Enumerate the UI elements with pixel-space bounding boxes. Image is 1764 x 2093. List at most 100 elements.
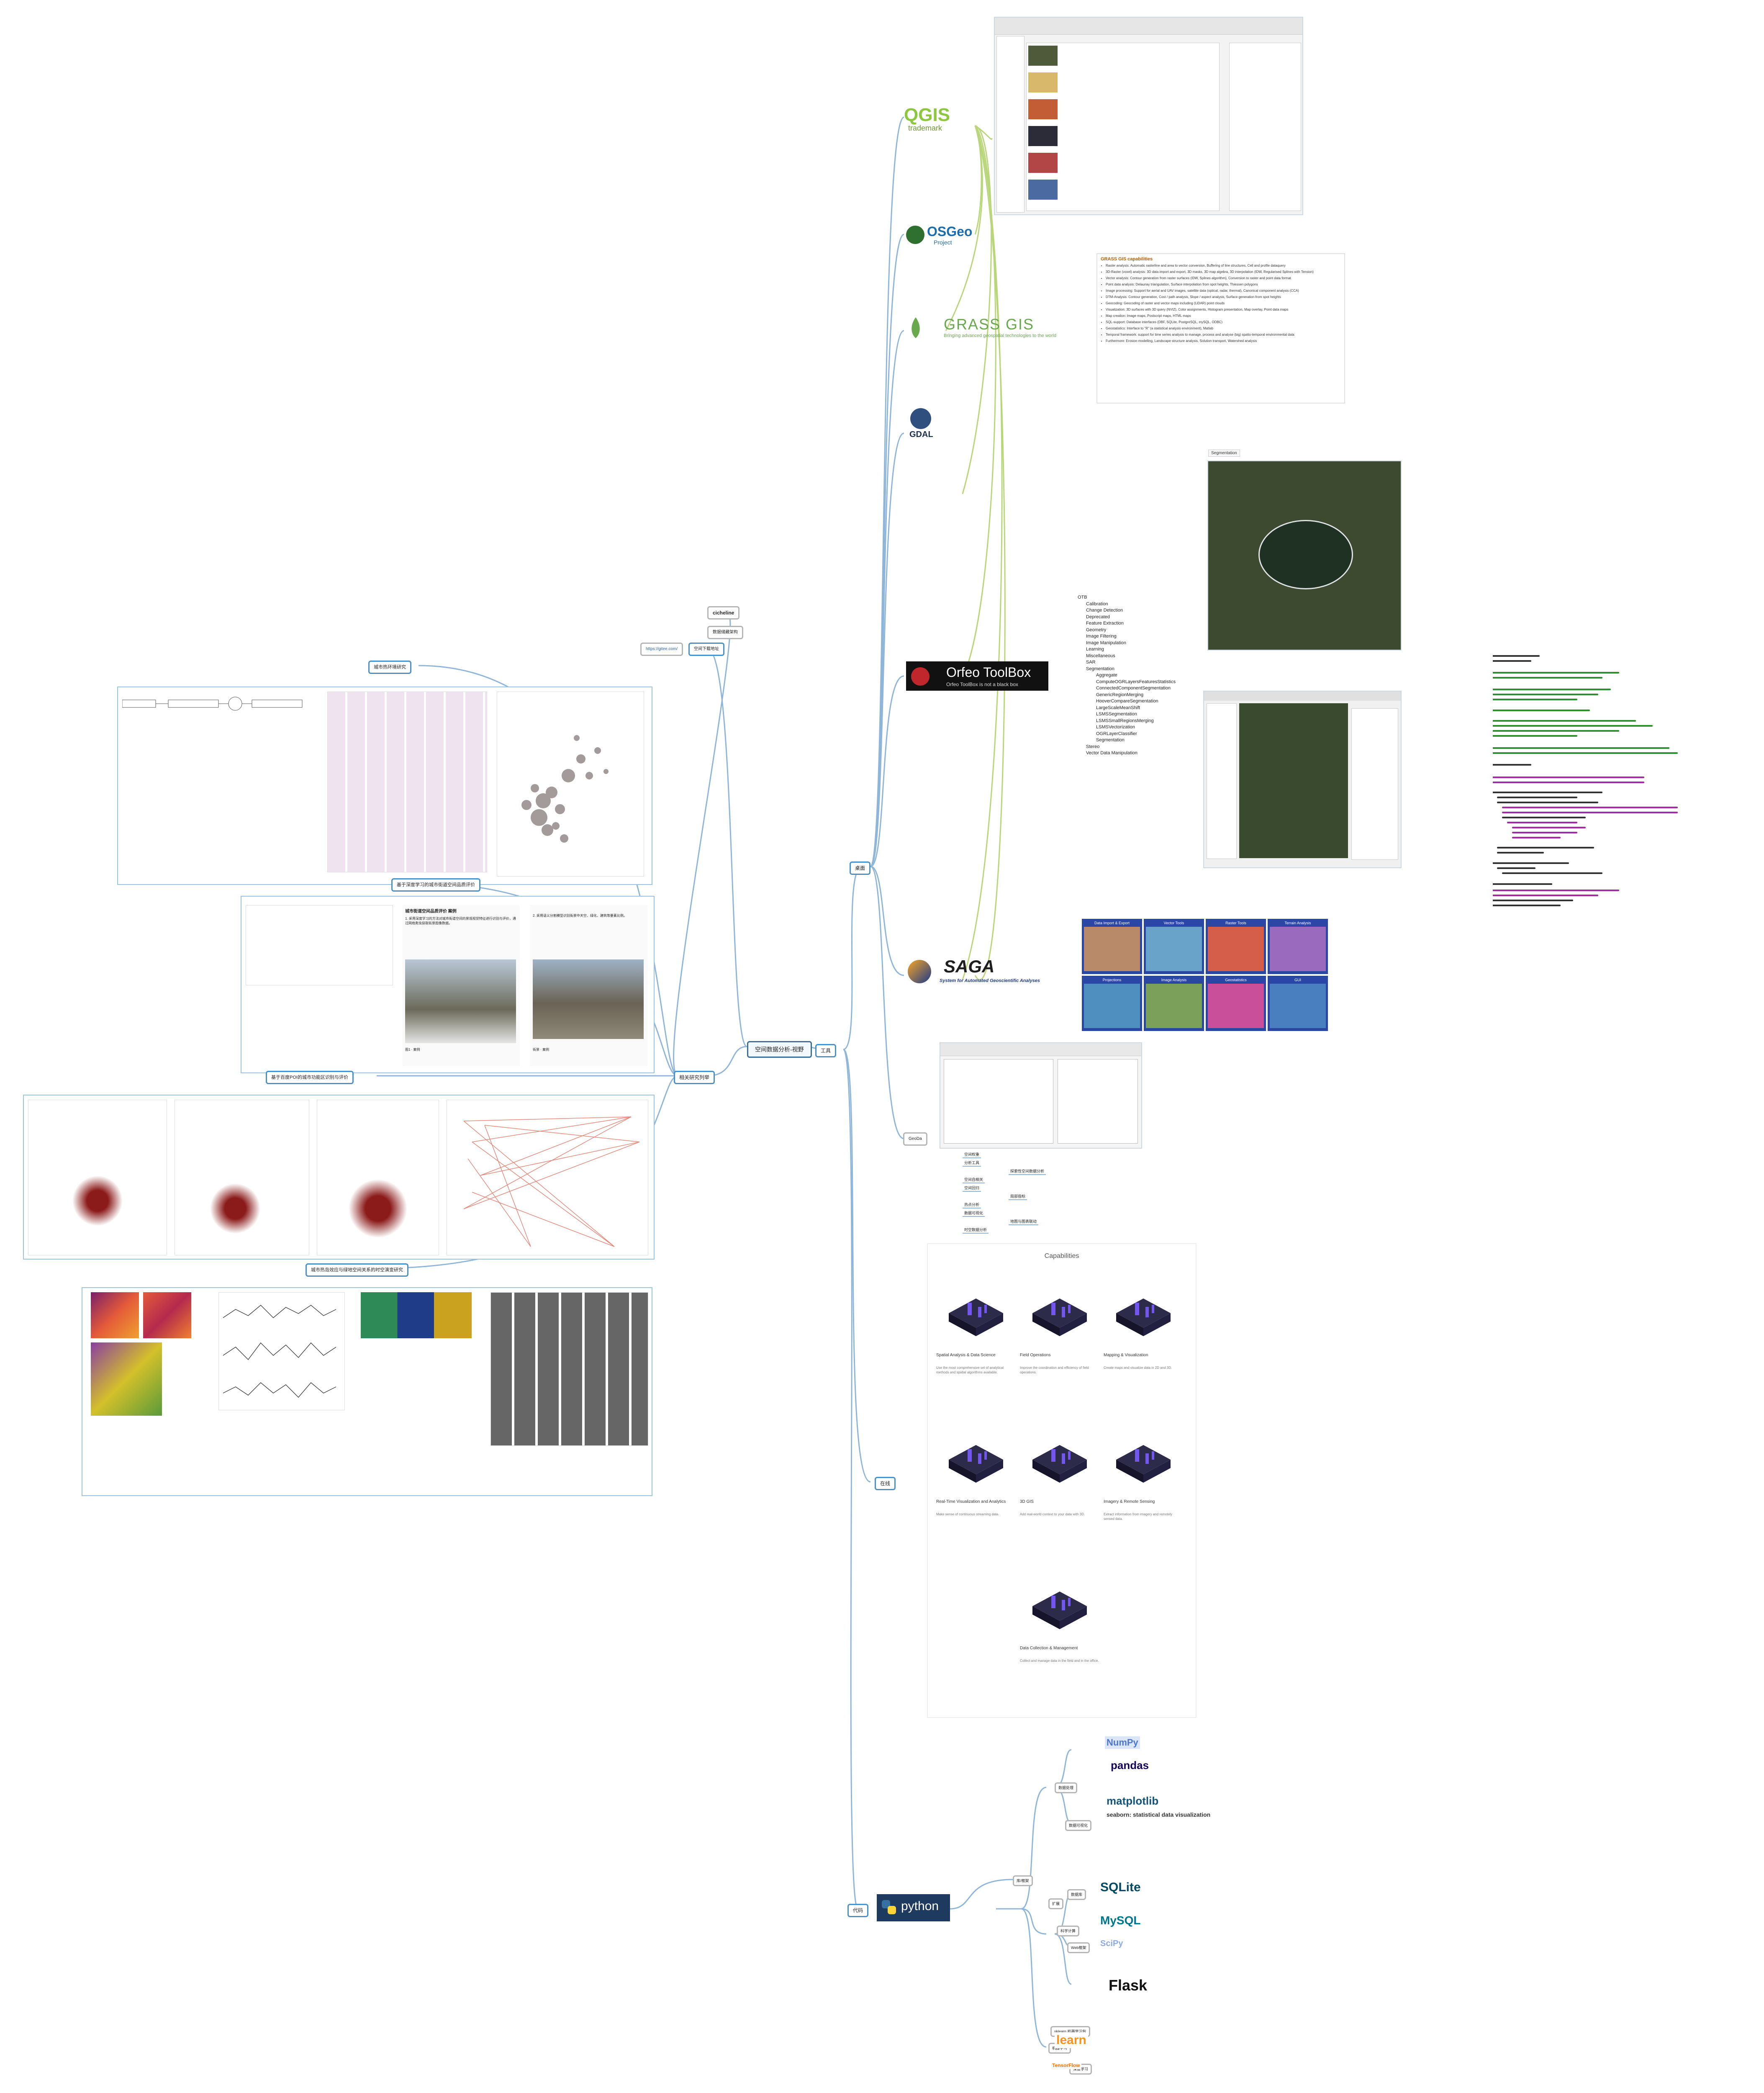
python-lib-logo[interactable]: NumPy (1105, 1736, 1140, 1749)
geoda-menu-item[interactable]: 数据可视化 (963, 1210, 985, 1217)
paper-4-title[interactable]: 城市热岛效应与绿地空间关系的时空演变研究 (306, 1263, 408, 1277)
python-node[interactable]: 数据处理 (1055, 1782, 1078, 1793)
python-node[interactable]: 数据可视化 (1065, 1820, 1092, 1831)
python-node[interactable]: 扩展 (1048, 1898, 1064, 1909)
otb-tree-item[interactable]: ComputeOGRLayersFeaturesStatistics (1096, 679, 1176, 684)
otb-tree-item[interactable]: LargeScaleMeanShift (1096, 705, 1140, 710)
paper-4-heatmap-a (91, 1292, 139, 1338)
otb-tree-item[interactable]: Deprecated (1086, 614, 1110, 620)
saga-logo[interactable]: SAGA System for Automated Geoscientific … (906, 957, 1048, 990)
python-node[interactable]: Web框架 (1067, 1942, 1090, 1953)
paper-3-network-lines (463, 1116, 640, 1247)
python-lib-logo[interactable]: Flask (1107, 1976, 1149, 1995)
grass-cap-item: DTM-Analysis: Contour generation, Cost /… (1106, 295, 1344, 299)
geoda-menu-item[interactable]: 空间自相关 (963, 1176, 985, 1183)
geoda-menu-item[interactable]: 时空数据分析 (963, 1226, 989, 1234)
otb-tree-item[interactable]: OGRLayerClassifier (1096, 731, 1137, 736)
geoda-menu-item[interactable]: 空间权重 (963, 1151, 981, 1158)
saga-tile[interactable]: Data Import & Export (1082, 919, 1142, 974)
otb-tree-item[interactable]: Image Filtering (1086, 634, 1117, 639)
saga-tile[interactable]: Vector Tools (1144, 919, 1204, 974)
gdal-logo[interactable]: GDAL (906, 408, 940, 442)
python-node[interactable]: 库/框架 (1013, 1875, 1033, 1886)
sub-link-a[interactable]: https://gitee.com/ (640, 643, 683, 656)
research-node[interactable]: 相关研究列举 (674, 1071, 715, 1084)
geoda-menu-item[interactable]: 分析工具 (963, 1160, 981, 1167)
saga-tile[interactable]: Terrain Analysis (1268, 919, 1328, 974)
otb-tree-item[interactable]: OTB (1078, 595, 1087, 600)
otb-tree-item[interactable]: Stereo (1086, 744, 1100, 749)
grass-logo[interactable]: GRASS GIS Bringing advanced geospatial t… (906, 314, 1086, 343)
geoda-node[interactable]: GeoDa (903, 1132, 927, 1146)
saga-tile[interactable]: Projections (1082, 976, 1142, 1031)
otb-tree-item[interactable]: Image Manipulation (1086, 640, 1127, 645)
geoda-menu-item[interactable]: 探索性空间数据分析 (1009, 1168, 1046, 1175)
paper-2-title[interactable]: 基于深度学习的城市街道空间品质评价 (391, 878, 480, 892)
python-lib-logo[interactable]: learn (1055, 2032, 1088, 2048)
otb-tree-item[interactable]: Segmentation (1086, 666, 1114, 671)
otb-logo[interactable]: Orfeo ToolBox Orfeo ToolBox is not a bla… (906, 661, 1048, 691)
python-node[interactable]: 数据库 (1067, 1889, 1086, 1900)
saga-tile[interactable]: Geostatistics (1206, 976, 1266, 1031)
otb-tree-item[interactable]: Aggregate (1096, 673, 1117, 678)
otb-tree-item[interactable]: ConnectedComponentSegmentation (1096, 686, 1171, 691)
top-node[interactable]: cicheline (707, 606, 740, 620)
otb-tree-item[interactable]: HooverCompareSegmentation (1096, 699, 1158, 704)
saga-tile-image (1270, 927, 1326, 971)
qgis-project-thumb (1028, 46, 1058, 66)
otb-tree-item[interactable]: LSMSVectorization (1096, 725, 1135, 730)
grass-tagline: Bringing advanced geospatial technologie… (944, 333, 1057, 338)
tools-node[interactable]: 工具 (815, 1044, 837, 1057)
otb-app-toolbar (1204, 692, 1401, 701)
python-logo[interactable]: python (877, 1894, 950, 1921)
geoda-menu-item[interactable]: 局部指标 (1009, 1193, 1027, 1200)
geoda-menu-item[interactable]: 热点分析 (963, 1201, 981, 1208)
saga-tile[interactable]: Raster Tools (1206, 919, 1266, 974)
geoda-menu-item[interactable]: 地图与图表联动 (1009, 1218, 1039, 1225)
branch-desktop[interactable]: 桌面 (850, 861, 871, 875)
otb-tree-item[interactable]: Learning (1086, 647, 1104, 652)
otb-tree-item[interactable]: Calibration (1086, 601, 1108, 607)
otb-name: Orfeo ToolBox (946, 665, 1031, 680)
python-lib-logo[interactable]: TensorFlow (1050, 2062, 1082, 2069)
otb-tree-item[interactable]: GenericRegionMerging (1096, 692, 1144, 697)
paper-4-rasters (361, 1292, 472, 1338)
otb-tree-item[interactable]: SAR (1086, 660, 1096, 665)
python-lib-logo[interactable]: seaborn: statistical data visualization (1105, 1810, 1212, 1819)
top-sub-node[interactable]: 数据储藏架构 (707, 626, 743, 639)
geoda-menu-item[interactable]: 空间回归 (963, 1185, 981, 1192)
otb-tree-item[interactable]: Segmentation (1096, 738, 1125, 743)
saga-tile[interactable]: Image Analysis (1144, 976, 1204, 1031)
root-node[interactable]: 空间数据分析-视野 (747, 1041, 812, 1058)
otb-tree-item[interactable]: Geometry (1086, 627, 1107, 633)
python-lib-logo[interactable]: pandas (1109, 1758, 1151, 1773)
otb-tree-item[interactable]: Vector Data Manipulation (1086, 751, 1137, 756)
sub-link-b[interactable]: 空间下载地址 (688, 643, 724, 656)
grass-name: GRASS GIS (944, 316, 1035, 333)
branch-online[interactable]: 在线 (875, 1477, 896, 1490)
python-node[interactable]: 科学计算 (1057, 1926, 1080, 1936)
otb-tree-item[interactable]: Feature Extraction (1086, 621, 1124, 626)
qgis-logo[interactable]: QGIS trademark (904, 105, 975, 134)
osgeo-logo[interactable]: OSGeo Project (906, 224, 979, 249)
paper-4-landuse (91, 1342, 162, 1416)
otb-tree-item[interactable]: Miscellaneous (1086, 653, 1115, 658)
python-lib-logo[interactable]: MySQL (1099, 1913, 1143, 1928)
otb-tree-item[interactable]: LSMSSmallRegionsMerging (1096, 718, 1154, 723)
branch-code[interactable]: 代码 (847, 1904, 869, 1917)
saga-tile[interactable]: GUI (1268, 976, 1328, 1031)
python-lib-logo[interactable]: matplotlib (1105, 1794, 1161, 1808)
paper-3-title[interactable]: 基于百度POI的城市功能区识别与评价 (266, 1071, 354, 1084)
python-lib-logo[interactable]: SciPy (1099, 1938, 1125, 1949)
python-lib-logo[interactable]: SQLite (1099, 1880, 1143, 1895)
paper-1-title[interactable]: 城市热环境研究 (368, 661, 411, 674)
otb-tree-item[interactable]: LSMSSegmentation (1096, 712, 1137, 717)
otb-tree-item[interactable]: Change Detection (1086, 608, 1123, 613)
